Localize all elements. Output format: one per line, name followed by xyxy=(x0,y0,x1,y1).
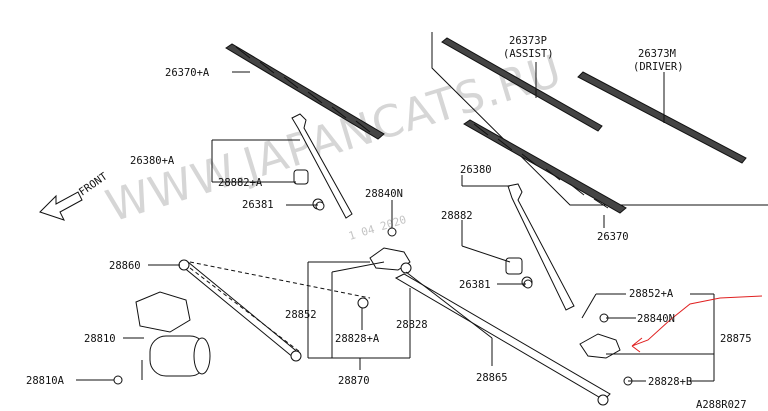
refill-driver xyxy=(577,71,747,164)
bushing-26381-left xyxy=(315,201,325,211)
leader-lines xyxy=(76,139,715,382)
label-28882A: 28882+A xyxy=(218,177,263,189)
label-26370A: 26370+A xyxy=(165,67,210,79)
label-26370: 26370 xyxy=(597,231,629,243)
refill-assist xyxy=(441,37,603,132)
label-28810: 28810 xyxy=(84,333,116,345)
label-28875: 28875 xyxy=(720,333,752,345)
label-26373P: 26373P xyxy=(509,35,547,47)
pivot-right xyxy=(579,313,633,386)
label-28828: 28828 xyxy=(396,319,428,331)
blade-26370 xyxy=(463,119,627,228)
label-28840N-right: 28840N xyxy=(637,313,675,325)
label-26380A: 26380+A xyxy=(130,155,175,167)
label-28840N-left: 28840N xyxy=(365,188,403,200)
label-28865: 28865 xyxy=(476,372,508,384)
red-annotation-arrow xyxy=(631,295,763,353)
label-26381-left: 26381 xyxy=(242,199,274,211)
front-arrow-icon: FRONT xyxy=(39,170,110,221)
label-28870: 28870 xyxy=(338,375,370,387)
label-26380: 26380 xyxy=(460,164,492,176)
label-26381-right: 26381 xyxy=(459,279,491,291)
diagram-code: A288R027 xyxy=(696,399,747,411)
refill-inset-frame xyxy=(431,32,768,206)
label-28810A: 28810A xyxy=(26,375,65,387)
label-28882: 28882 xyxy=(441,210,473,222)
linkage-28860 xyxy=(178,259,371,362)
label-26373M-note: (DRIVER) xyxy=(633,61,684,73)
label-28828B: 28828+B xyxy=(648,376,692,388)
label-28860: 28860 xyxy=(109,260,141,272)
label-26373M: 26373M xyxy=(638,48,676,60)
label-28852A: 28852+A xyxy=(629,288,674,300)
wiper-motor xyxy=(100,291,211,385)
date-stamp: 1 04 2020 xyxy=(347,213,408,243)
wiper-arm-right xyxy=(505,183,575,311)
label-28828A: 28828+A xyxy=(335,333,380,345)
blade-26370A xyxy=(225,43,385,140)
label-28852: 28852 xyxy=(285,309,317,321)
pivot-left xyxy=(369,227,411,271)
label-26373P-note: (ASSIST) xyxy=(503,48,554,60)
nut-28852 xyxy=(357,297,369,309)
